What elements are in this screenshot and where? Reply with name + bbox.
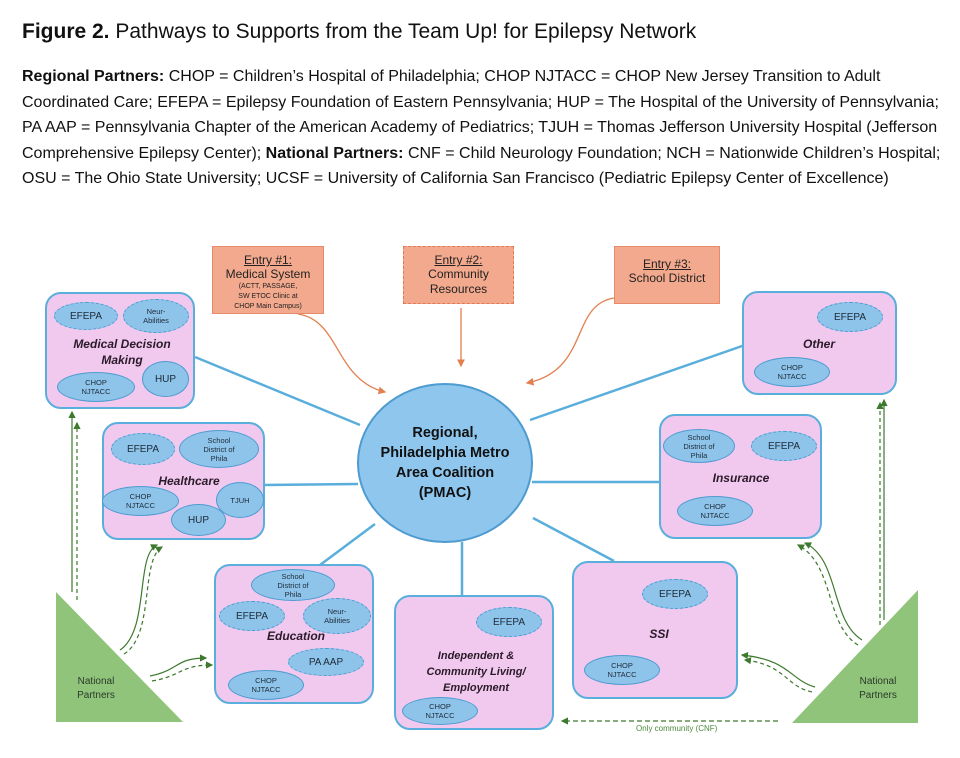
entry1-title: Entry #1: <box>243 253 293 267</box>
domain-label-insurance: Insurance <box>712 471 770 485</box>
domain-independent-living: EFEPA Independent & Community Living/ Em… <box>394 595 554 730</box>
domain-healthcare: EFEPA School District of Phila Healthcar… <box>102 422 265 540</box>
partner-pa-aap: PA AAP <box>288 648 364 676</box>
entry1-sub-1: (ACTT, PASSAGE, <box>238 283 298 290</box>
spoke-other <box>529 343 746 422</box>
spoke-healthcare <box>262 482 359 487</box>
partner-hup: HUP <box>171 504 226 536</box>
partner-efepa: EFEPA <box>54 302 118 330</box>
partner-neur-abilities: Neur-Abilities <box>303 598 371 634</box>
partner-efepa: EFEPA <box>751 431 817 461</box>
partner-efepa: EFEPA <box>111 433 175 465</box>
figure-label: Figure 2. <box>22 20 110 43</box>
entry1-main: Medical System <box>225 267 311 281</box>
regional-partners-text: CHOP = Children’s Hospital of Philadelph… <box>22 68 939 162</box>
partner-hup: HUP <box>142 361 189 397</box>
np-left-to-education-dashed <box>151 661 214 682</box>
entry1-sub-3: CHOP Main Campus) <box>234 303 302 310</box>
np-right-to-insurance-dashed <box>796 544 859 646</box>
np-right-to-insurance-solid <box>803 542 863 641</box>
entry-school-district: Entry #3: School District <box>614 246 720 304</box>
np-right-to-ssi-dashed <box>743 657 813 693</box>
partner-chop-njtacc: CHOP NJTACC <box>228 670 304 700</box>
partner-efepa: EFEPA <box>817 302 883 332</box>
entry-community-resources: Entry #2: Community Resources <box>403 246 514 304</box>
domain-medical-decision-making: EFEPA Neur-Abilities Medical Decision Ma… <box>45 292 195 409</box>
partner-school-district: School District of Phila <box>251 569 335 601</box>
partner-chop-njtacc: CHOP NJTACC <box>102 486 179 516</box>
figure-title: Figure 2. Pathways to Supports from the … <box>22 20 696 44</box>
entry-medical-system: Entry #1: Medical System (ACTT, PASSAGE,… <box>212 246 324 314</box>
partner-chop-njtacc: CHOP NJTACC <box>57 372 135 402</box>
entry1-sub-2: SW ETOC Clinic at <box>238 293 298 300</box>
np-left-to-education-solid <box>149 654 208 677</box>
np-left-to-healthcare-solid <box>119 544 159 651</box>
entry3-title: Entry #3: <box>642 257 692 271</box>
partner-efepa: EFEPA <box>642 579 708 609</box>
entry3-arrow <box>525 297 615 386</box>
national-partners-right-triangle <box>792 590 918 723</box>
partner-chop-njtacc: CHOP NJTACC <box>584 655 660 685</box>
entry1-arrow <box>297 313 387 395</box>
partner-neur-abilities: Neur-Abilities <box>123 299 189 333</box>
pmac-hub-label: Regional, Philadelphia Metro Area Coalit… <box>380 425 510 501</box>
partner-tjuh: TJUH <box>216 482 264 518</box>
pmac-hub: Regional, Philadelphia Metro Area Coalit… <box>357 383 533 543</box>
entry2-title: Entry #2: <box>434 253 483 267</box>
partner-school-district: School District of Phila <box>663 429 735 463</box>
partner-school-district: School District of Phila <box>179 430 259 468</box>
domain-label-education: Education <box>266 629 325 643</box>
domain-label-independent: Independent & Community Living/ Employme… <box>426 650 526 694</box>
national-partners-text: CNF = Child Neurology Foundation; NCH = … <box>22 144 941 188</box>
national-partners-right-label: National Partners <box>859 676 897 701</box>
domain-ssi: EFEPA SSI CHOP NJTACC <box>572 561 738 699</box>
domain-label-ssi: SSI <box>649 627 669 641</box>
partner-chop-njtacc: CHOP NJTACC <box>677 496 753 526</box>
partner-chop-njtacc: CHOP NJTACC <box>402 697 478 725</box>
spoke-medical <box>194 355 361 427</box>
figure-title-text: Pathways to Supports from the Team Up! f… <box>115 20 697 43</box>
spoke-ssi <box>532 516 615 563</box>
np-right-to-ssi-solid <box>740 652 816 688</box>
partner-efepa: EFEPA <box>476 607 542 637</box>
entry2-main: Community Resources <box>428 267 489 296</box>
national-partners-left-label: National Partners <box>77 676 115 701</box>
domain-label-healthcare: Healthcare <box>158 474 220 488</box>
domain-label-other: Other <box>802 337 835 351</box>
entry3-main: School District <box>628 271 706 285</box>
national-partners-heading: National Partners: <box>265 144 404 162</box>
spoke-education <box>319 522 376 567</box>
figure-caption: Regional Partners: CHOP = Children’s Hos… <box>22 64 942 192</box>
domain-label-medical: Medical Decision Making <box>73 337 171 367</box>
domain-other: EFEPA Other CHOP NJTACC <box>742 291 897 395</box>
domain-education: School District of Phila EFEPA Neur-Abil… <box>214 564 374 704</box>
cnf-only-note: Only community (CNF) <box>636 724 718 733</box>
national-partners-left-triangle <box>56 592 183 722</box>
domain-insurance: School District of Phila EFEPA Insurance… <box>659 414 822 539</box>
partner-chop-njtacc: CHOP NJTACC <box>754 357 830 387</box>
np-left-to-healthcare-dashed <box>123 546 164 655</box>
partner-efepa: EFEPA <box>219 601 285 631</box>
regional-partners-heading: Regional Partners: <box>22 68 165 85</box>
